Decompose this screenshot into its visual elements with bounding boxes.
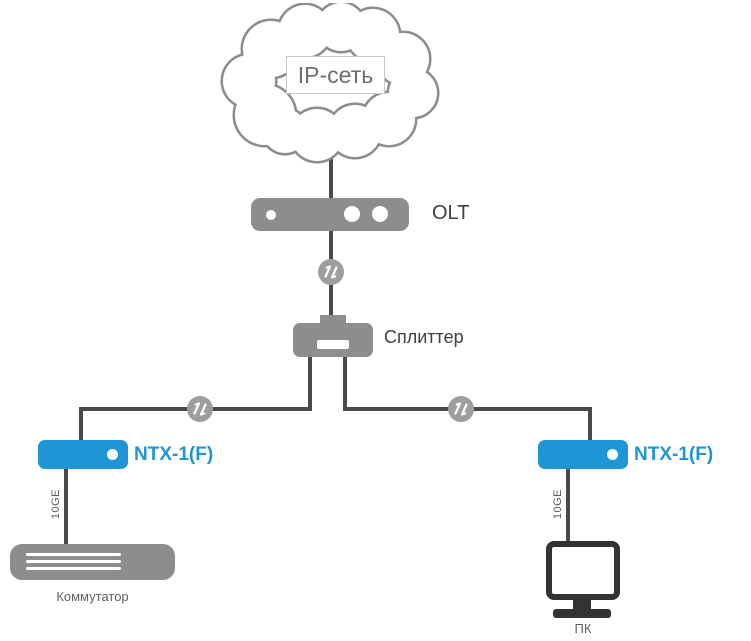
olt-label: OLT (432, 202, 470, 224)
ntx-device-right (538, 440, 628, 469)
switch-device (10, 544, 175, 580)
ntx-led-icon (107, 449, 118, 460)
switch-vent-line (26, 567, 121, 570)
uplink-left-label: 10GE (50, 488, 62, 521)
uplink-right-label: 10GE (552, 488, 564, 521)
olt-led-icon (266, 210, 276, 220)
line-splitter-right-leg (343, 355, 347, 410)
cloud-label: IP-сеть (286, 56, 385, 94)
ntx-led-icon (607, 449, 618, 460)
pc-label: ПК (574, 621, 592, 636)
olt-device (251, 198, 409, 231)
line-cloud-to-olt (329, 152, 333, 198)
pc-monitor-stand (573, 600, 591, 609)
switch-label: Коммутатор (56, 589, 129, 604)
splitter-slot (317, 340, 349, 349)
ntx-device-left (38, 440, 128, 469)
ip-network-cloud-icon (220, 3, 440, 164)
splitter-label: Сплиттер (384, 327, 464, 347)
ntx-left-label: NTX-1(F) (134, 444, 214, 465)
link-connector-icon (448, 396, 474, 422)
line-drop-right (588, 407, 592, 442)
line-drop-left (79, 407, 83, 442)
line-splitter-left-leg (308, 355, 312, 410)
line-10ge-right (566, 468, 570, 544)
splitter-device (293, 315, 373, 357)
link-connector-icon (318, 259, 344, 285)
olt-port-icon (372, 206, 388, 222)
link-connector-icon (187, 396, 213, 422)
switch-vent-line (26, 560, 121, 563)
ntx-right-label: NTX-1(F) (634, 444, 714, 465)
switch-vent-line (26, 553, 121, 556)
pc-monitor-icon (546, 541, 620, 600)
pc-monitor-base (553, 609, 611, 618)
line-10ge-left (64, 468, 68, 546)
olt-port-icon (344, 206, 360, 222)
